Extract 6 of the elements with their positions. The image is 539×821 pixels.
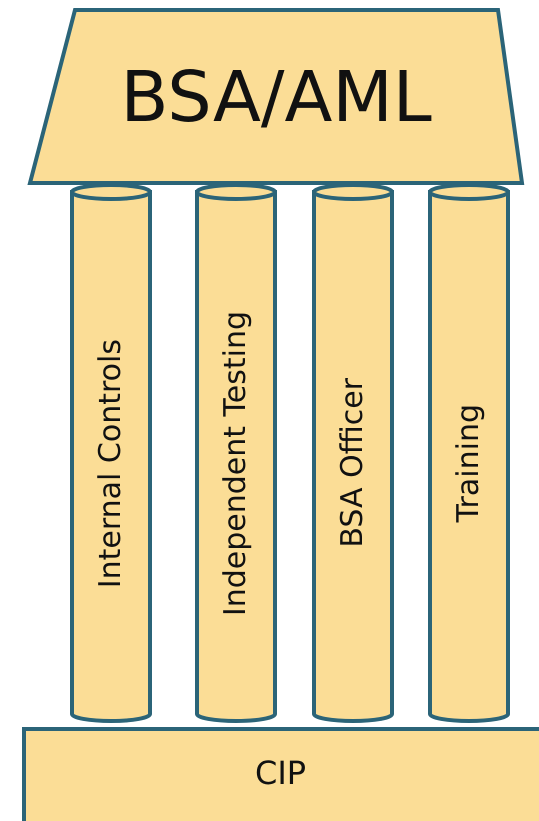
pillar-label: Internal Controls — [96, 338, 126, 588]
pillar-label: Independent Testing — [221, 310, 251, 616]
pillar-label: Training — [454, 404, 484, 522]
roof-title: BSA/AML — [120, 62, 432, 132]
pillar-label: BSA Officer — [338, 378, 368, 548]
base-label: CIP — [255, 757, 306, 789]
